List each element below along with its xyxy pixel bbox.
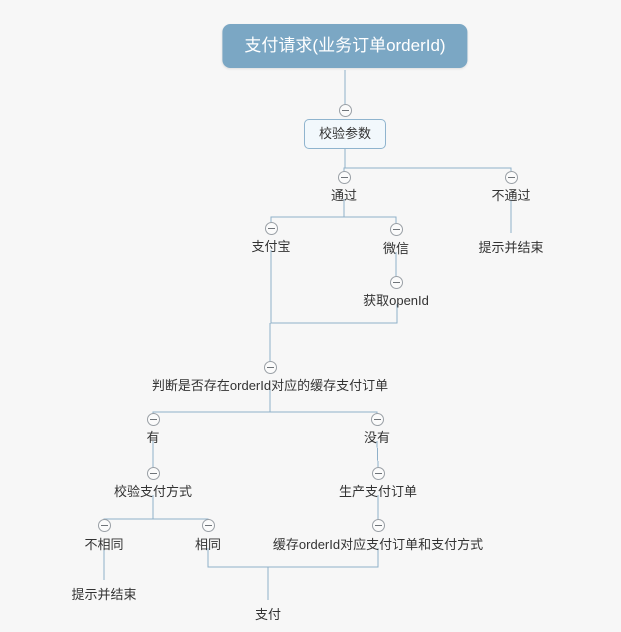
edge-connector: [343, 147, 346, 171]
node-pass[interactable]: 通过: [330, 188, 358, 203]
edge-connector: [270, 250, 398, 324]
edge-connector: [153, 518, 209, 520]
node-root[interactable]: 支付请求(业务订单orderId): [222, 24, 468, 68]
node-alipay[interactable]: 支付宝: [251, 239, 291, 254]
collapse-minus-icon[interactable]: [97, 518, 111, 532]
collapse-minus-icon[interactable]: [389, 275, 403, 289]
node-cache-order[interactable]: 缓存orderId对应支付订单和支付方式: [272, 537, 484, 552]
node-check-paytype[interactable]: 校验支付方式: [113, 484, 193, 499]
edge-connector: [345, 167, 512, 171]
node-validate[interactable]: 校验参数: [303, 119, 387, 149]
node-check-cache[interactable]: 判断是否存在orderId对应的缓存支付订单: [151, 378, 389, 393]
node-none[interactable]: 没有: [363, 430, 391, 445]
node-notsame-end[interactable]: 提示并结束: [71, 587, 137, 602]
collapse-minus-icon[interactable]: [146, 466, 160, 480]
collapse-minus-icon[interactable]: [371, 518, 385, 532]
node-openid[interactable]: 获取openId: [363, 293, 429, 308]
collapse-minus-icon[interactable]: [337, 170, 351, 184]
collapse-minus-icon[interactable]: [201, 518, 215, 532]
collapse-minus-icon[interactable]: [389, 222, 403, 236]
collapse-minus-icon[interactable]: [504, 170, 518, 184]
collapse-minus-icon[interactable]: [146, 412, 160, 426]
node-has[interactable]: 有: [146, 430, 160, 445]
node-same[interactable]: 相同: [194, 537, 222, 552]
edge-connector: [344, 216, 397, 223]
collapse-minus-icon[interactable]: [338, 103, 352, 117]
node-wechat[interactable]: 微信: [382, 241, 410, 256]
node-create-order[interactable]: 生产支付订单: [338, 484, 418, 499]
collapse-minus-icon[interactable]: [370, 412, 384, 426]
node-fail-end[interactable]: 提示并结束: [478, 240, 544, 255]
node-not-same[interactable]: 不相同: [84, 537, 124, 552]
collapse-minus-icon[interactable]: [264, 221, 278, 235]
collapse-minus-icon[interactable]: [263, 360, 277, 374]
node-pay[interactable]: 支付: [254, 607, 282, 622]
collapse-minus-icon[interactable]: [371, 466, 385, 480]
node-fail[interactable]: 不通过: [491, 188, 531, 203]
edge-connector: [270, 411, 378, 413]
